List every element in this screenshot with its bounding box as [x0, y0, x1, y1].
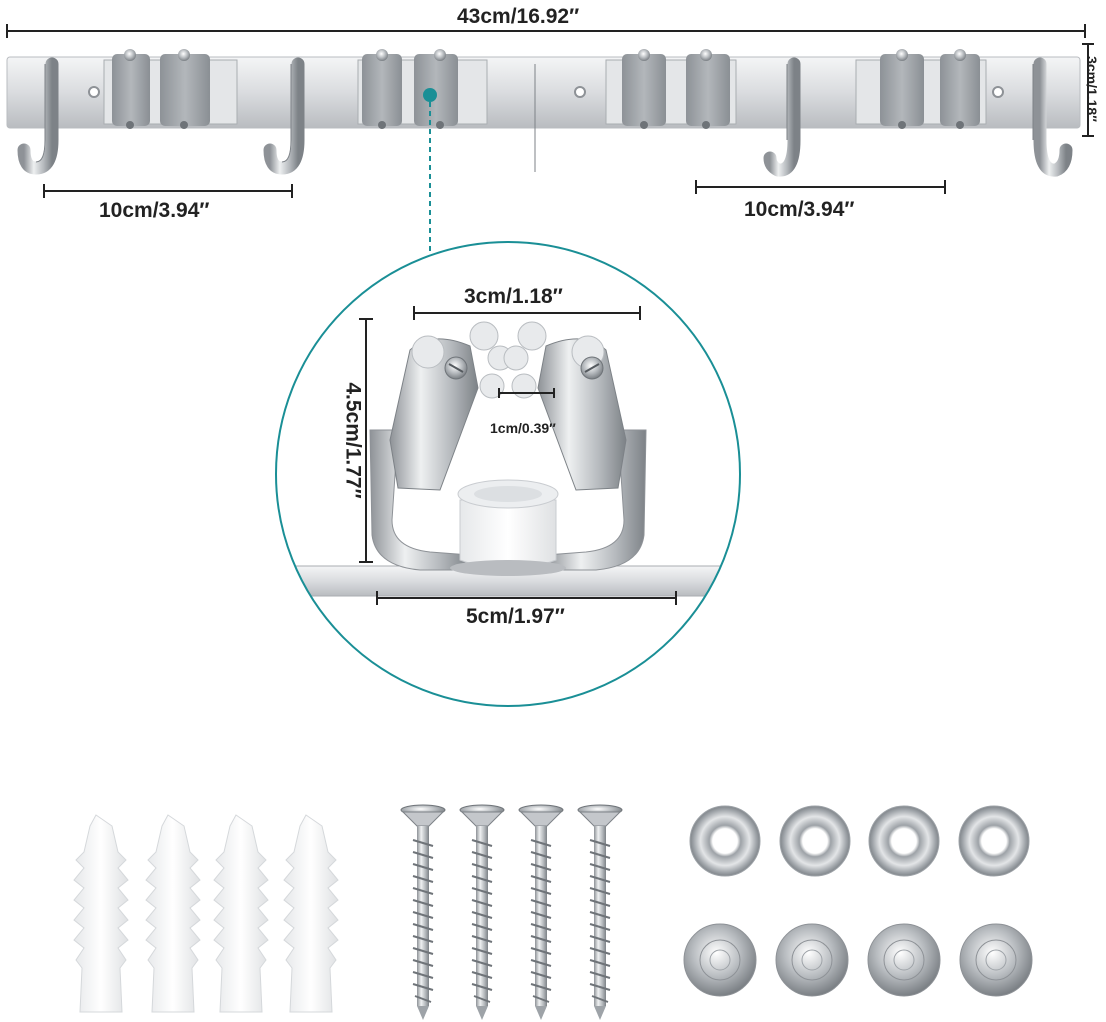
- mop-clip: [605, 49, 737, 129]
- screw-cap: [959, 923, 1033, 997]
- washer: [779, 805, 851, 877]
- hook-spacing-left-dimension-line: [43, 184, 293, 198]
- clip-closeup-callout: [275, 241, 741, 707]
- screw-cap: [775, 923, 849, 997]
- wall-anchor: [73, 814, 129, 1013]
- wall-anchor: [145, 814, 201, 1013]
- washer: [958, 805, 1030, 877]
- washer-set: [689, 805, 1030, 877]
- hook-spacing-right-label: 10cm/3.94″: [744, 198, 855, 221]
- total-length-dimension-line: [6, 24, 1086, 38]
- mounting-hole: [88, 86, 1004, 98]
- screw-set: [400, 804, 623, 1020]
- screw: [577, 804, 623, 1020]
- clip-base-label: 5cm/1.97″: [466, 605, 565, 628]
- total-length-label: 43cm/16.92″: [457, 5, 580, 28]
- roller-gap-label: 1cm/0.39″: [490, 420, 556, 436]
- wall-anchor: [283, 814, 339, 1013]
- mop-clip: [103, 49, 238, 129]
- roller-gap-dimension-line: [498, 388, 555, 398]
- hook-spacing-left-label: 10cm/3.94″: [99, 199, 210, 222]
- clip-base-dimension-line: [376, 591, 677, 605]
- rack-height-dimension-line: [1082, 43, 1094, 137]
- mop-clip: [357, 49, 488, 129]
- clip-width-label: 3cm/1.18″: [464, 285, 563, 308]
- screw: [459, 804, 505, 1020]
- rack-hook: [17, 57, 1073, 179]
- clip-height-dimension-line: [359, 318, 373, 563]
- callout-connector: [423, 88, 437, 258]
- washer: [868, 805, 940, 877]
- screw-cap: [867, 923, 941, 997]
- screw: [400, 804, 446, 1020]
- mop-clip: [855, 49, 987, 129]
- screw-cap: [683, 923, 757, 997]
- rack-hook-outline: [35, 64, 1034, 172]
- wall-anchor: [213, 814, 269, 1013]
- hook-spacing-right-dimension-line: [695, 180, 946, 194]
- washer: [689, 805, 761, 877]
- rack-height-label: 3cm/1.18″: [1084, 56, 1100, 122]
- screw: [518, 804, 564, 1020]
- screw-cap-set: [683, 923, 1033, 997]
- clip-height-label: 4.5cm/1.77″: [341, 382, 365, 499]
- clip-width-dimension-line: [413, 306, 641, 320]
- wall-anchor-set: [73, 814, 339, 1013]
